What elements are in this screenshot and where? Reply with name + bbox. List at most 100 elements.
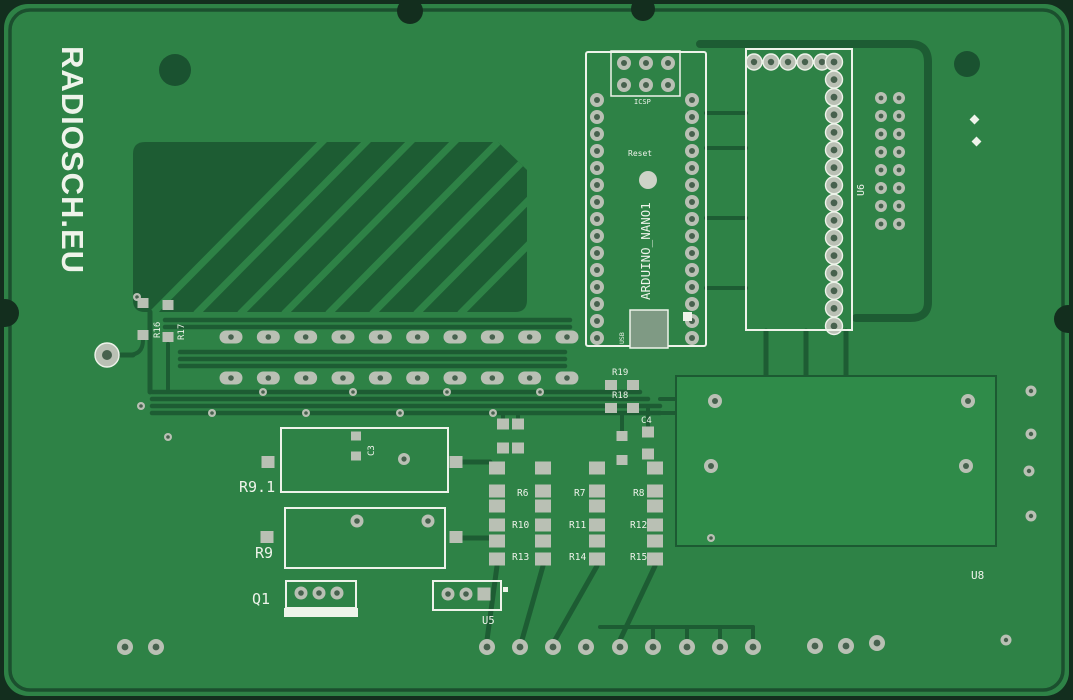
pad-hole <box>538 390 542 394</box>
pad-hole <box>1003 637 1009 643</box>
pad-hole <box>483 643 491 651</box>
ref-r9-1: R9.1 <box>239 478 275 496</box>
pads-layer <box>94 52 1037 655</box>
pad-hole <box>452 334 458 340</box>
pad-hole <box>261 390 265 394</box>
pad-hole <box>878 185 884 191</box>
pad-hole <box>784 58 792 66</box>
pad-hole <box>896 185 902 191</box>
pad-hole <box>689 335 695 341</box>
pad <box>589 499 605 513</box>
pad <box>351 451 361 461</box>
ref-u8: U8 <box>971 569 984 582</box>
mounting-hole <box>954 51 980 77</box>
ref-u6: U6 <box>856 184 867 196</box>
pad <box>535 499 551 513</box>
pad <box>162 300 174 310</box>
u6-outline <box>745 48 853 331</box>
pad-hole <box>621 82 627 88</box>
edge-notch <box>0 299 19 327</box>
pad-hole <box>689 267 695 273</box>
pad <box>477 587 491 601</box>
pad <box>512 442 524 454</box>
pad <box>351 431 361 441</box>
pad-hole <box>689 301 695 307</box>
pad-hole <box>166 435 170 439</box>
pad-hole <box>842 642 850 650</box>
ref-c4: C4 <box>641 416 652 426</box>
pad-hole <box>616 643 624 651</box>
pad-hole <box>830 217 838 224</box>
zone-stripe <box>149 142 329 312</box>
edge-notch <box>397 0 423 24</box>
pad-hole <box>564 375 570 381</box>
pad-hole <box>665 82 671 88</box>
pad-hole <box>491 411 495 415</box>
pad-hole <box>878 113 884 119</box>
pad <box>647 552 663 566</box>
pad-hole <box>452 375 458 381</box>
ref-r14: R14 <box>569 552 586 563</box>
pad-hole <box>801 58 809 66</box>
pad <box>616 431 628 441</box>
pad-hole <box>878 95 884 101</box>
board-title: RADIOSCH.EU <box>55 46 90 274</box>
mounting-hole <box>159 54 191 86</box>
pad-hole <box>302 334 309 340</box>
pad-hole <box>689 199 695 205</box>
pad <box>489 484 505 498</box>
pad-hole <box>643 82 649 88</box>
pad-hole <box>425 518 431 524</box>
pad-hole <box>689 97 695 103</box>
pad <box>642 448 654 460</box>
pad-hole <box>749 643 757 651</box>
pad <box>449 531 463 543</box>
pad-hole <box>830 181 838 189</box>
pad-hole <box>1028 431 1034 437</box>
pad <box>512 418 524 430</box>
pad-hole <box>830 129 838 136</box>
pad-hole <box>594 114 600 120</box>
pad-hole <box>340 375 346 381</box>
pad-hole <box>643 60 649 66</box>
arduino-label: ARDUINO_NANO1 <box>638 202 653 300</box>
pad-hole <box>878 203 884 209</box>
pad-hole <box>594 148 600 154</box>
u5-pin-marker <box>503 587 508 592</box>
pad-hole <box>896 167 902 173</box>
pad-hole <box>414 375 421 381</box>
pad-hole <box>564 334 570 340</box>
ref-r10: R10 <box>512 520 529 531</box>
pad-hole <box>210 411 214 415</box>
pad <box>647 484 663 498</box>
pad <box>589 484 605 498</box>
pad <box>647 518 663 532</box>
usb-label: USB <box>618 332 626 344</box>
pad <box>535 461 551 475</box>
pad-hole <box>401 456 407 462</box>
pad-hole <box>351 390 355 394</box>
pad-hole <box>830 322 838 330</box>
pin1-marker <box>683 312 692 321</box>
pad <box>137 298 149 308</box>
pad <box>489 461 505 475</box>
pad-hole <box>135 295 139 299</box>
usb-pad <box>629 309 669 349</box>
pad-hole <box>830 111 838 119</box>
ref-r11: R11 <box>569 520 586 531</box>
pad-hole <box>414 334 421 340</box>
pad-hole <box>689 165 695 171</box>
pad-hole <box>896 149 902 155</box>
pad-hole <box>649 643 657 651</box>
pad-hole <box>489 375 496 381</box>
pad-hole <box>445 390 449 394</box>
pad <box>489 499 505 513</box>
pad <box>162 332 174 342</box>
pad-hole <box>830 146 838 154</box>
pad <box>589 518 605 532</box>
pad-hole <box>767 58 775 66</box>
pad-hole <box>830 93 838 101</box>
icsp-label: ICSP <box>634 98 651 106</box>
drill-holes <box>159 51 980 86</box>
zone-stripe <box>281 142 461 312</box>
